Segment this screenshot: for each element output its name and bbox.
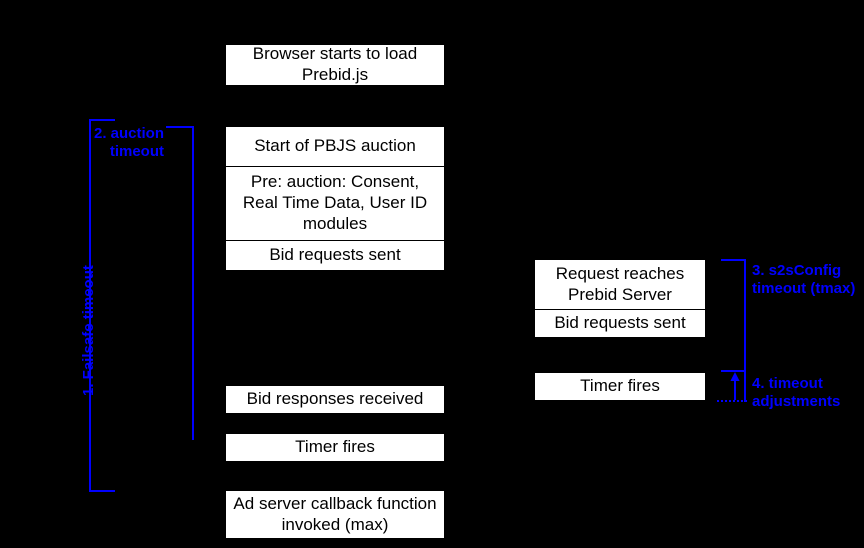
failsafe-bracket-bottom-tick (89, 490, 115, 492)
box-request-reaches-server: Request reaches Prebid Server (534, 259, 706, 310)
failsafe-bracket-spine (89, 119, 91, 492)
s2sconfig-bracket-bottom-tick (721, 370, 746, 372)
auction-bracket-spine (192, 126, 194, 440)
auction-timeout-label: 2. auction timeout (93, 125, 164, 161)
adjustments-dotted-baseline (717, 400, 747, 402)
box-timer-fires-server: Timer fires (534, 372, 706, 401)
box-bid-requests-sent: Bid requests sent (225, 241, 445, 271)
failsafe-timeout-label: 1. Failsafe timeout (80, 265, 97, 396)
adjustments-bracket-spine (744, 370, 746, 402)
s2sconfig-bracket-spine (744, 259, 746, 372)
timeout-adjustments-label: 4. timeout adjustments (752, 375, 841, 411)
box-pre-auction: Pre: auction: Consent, Real Time Data, U… (225, 167, 445, 241)
s2sconfig-bracket-top-tick (721, 259, 746, 261)
box-bid-responses-received: Bid responses received (225, 385, 445, 414)
box-browser-load: Browser starts to load Prebid.js (225, 44, 445, 86)
failsafe-bracket-top-tick (89, 119, 115, 121)
box-timer-fires-client: Timer fires (225, 433, 445, 462)
timeout-adjustment-arrow-icon (730, 372, 740, 400)
box-bid-requests-sent-server: Bid requests sent (534, 310, 706, 338)
box-ad-server-callback: Ad server callback function invoked (max… (225, 490, 445, 539)
box-auction-start: Start of PBJS auction (225, 126, 445, 167)
auction-bracket-top-tick (166, 126, 194, 128)
s2sconfig-timeout-label: 3. s2sConfig timeout (tmax) (752, 262, 856, 298)
